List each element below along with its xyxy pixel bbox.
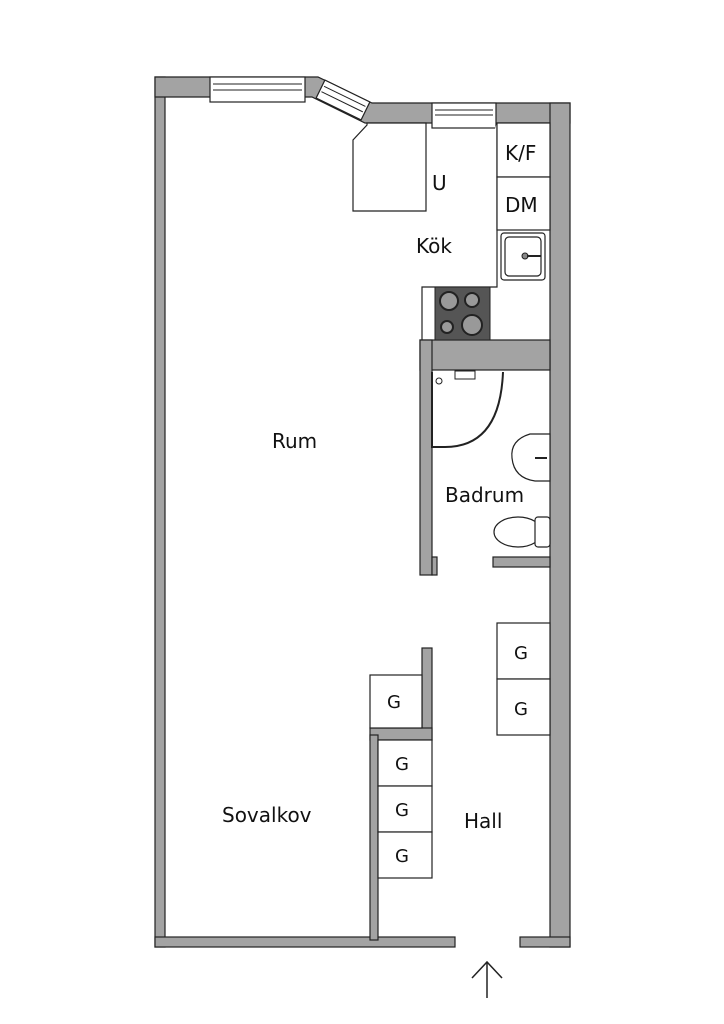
window bbox=[209, 76, 306, 103]
closet[interactable]: G bbox=[496, 622, 551, 680]
room-label-hall: Hall bbox=[464, 809, 502, 833]
entrance-arrow-icon bbox=[471, 960, 503, 998]
closet-label: G bbox=[387, 692, 401, 713]
table bbox=[352, 122, 427, 212]
room-label-sovalkov: Sovalkov bbox=[222, 803, 312, 827]
closet-label: G bbox=[395, 800, 409, 821]
dishwasher bbox=[496, 176, 551, 231]
dishwasher-label: DM bbox=[505, 193, 538, 217]
closet[interactable]: G bbox=[377, 831, 433, 879]
stove-icon bbox=[434, 286, 491, 341]
fridge-freezer bbox=[496, 122, 551, 178]
room-label-badrum: Badrum bbox=[445, 483, 524, 507]
shower-icon bbox=[431, 370, 504, 448]
room-label-rum: Rum bbox=[272, 429, 317, 453]
window bbox=[431, 102, 497, 129]
closet[interactable]: G bbox=[377, 739, 433, 787]
window bbox=[315, 79, 371, 121]
closet[interactable]: G bbox=[369, 674, 423, 729]
closet[interactable]: G bbox=[377, 785, 433, 833]
washbasin-icon bbox=[511, 433, 551, 482]
closet[interactable]: G bbox=[496, 678, 551, 736]
sink-icon bbox=[500, 232, 546, 281]
closet-label: G bbox=[514, 699, 528, 720]
closet-label: G bbox=[395, 754, 409, 775]
toilet-icon bbox=[493, 516, 551, 548]
fridge-freezer-label: K/F bbox=[505, 141, 536, 165]
interior-walls bbox=[369, 339, 551, 941]
u-label: U bbox=[432, 171, 447, 195]
closet-label: G bbox=[395, 846, 409, 867]
room-label-kok: Kök bbox=[416, 234, 452, 258]
closet-label: G bbox=[514, 643, 528, 664]
